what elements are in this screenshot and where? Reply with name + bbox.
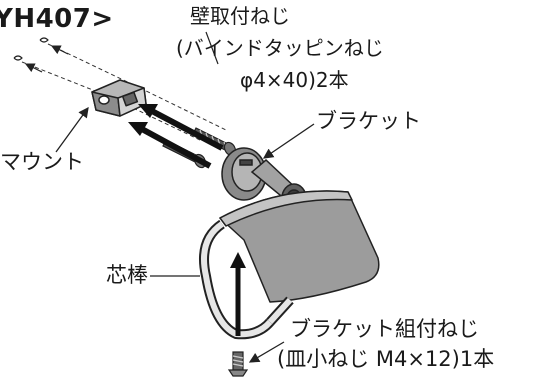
core-shaft-label: 芯棒 — [106, 263, 148, 287]
model-label: YH407> — [0, 4, 114, 34]
wall-holes — [13, 37, 49, 61]
mount-leader — [55, 106, 89, 153]
bracket-screw — [227, 351, 249, 377]
install-arrows — [138, 107, 224, 169]
install-arrowheads — [128, 104, 158, 136]
wall-screw-label-line3: φ4×40)2本 — [240, 68, 349, 92]
core-shaft — [199, 219, 294, 340]
mount-label: マウント — [0, 150, 84, 174]
bracket-label: ブラケット — [316, 109, 421, 133]
bracket-screw-leader — [248, 341, 285, 363]
wall-screw-label-line2: (バインドタッピンねじ — [176, 36, 384, 60]
wall-screw-leader — [205, 31, 219, 65]
small-arrows — [24, 45, 69, 73]
bracket-screw-label-line1: ブラケット組付ねじ — [290, 317, 479, 341]
mount — [91, 79, 147, 117]
upward-arrowhead — [230, 252, 246, 268]
bracket-leader — [262, 123, 315, 159]
bracket-screw-label-line2: (皿小ねじ M4×12)1本 — [277, 347, 495, 371]
cover — [219, 190, 380, 303]
wall-screw-label-line1: 壁取付ねじ — [190, 4, 290, 28]
